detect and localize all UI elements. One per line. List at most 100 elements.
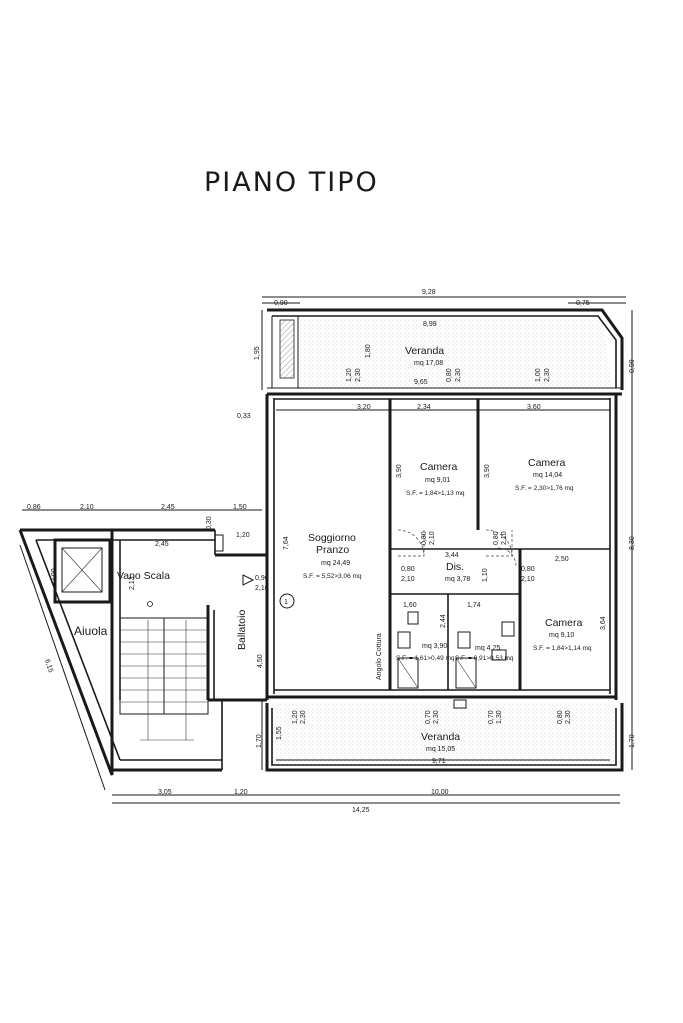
dim-h-230c: 2,30 [544, 368, 551, 382]
bagno2-area: mq 4,25 [475, 645, 500, 652]
dim-total-305: 3,05 [158, 789, 172, 796]
bagno2-sf: S.F. = 0,91>0,53 mq [455, 655, 514, 662]
dim-bot-230b: 2,30 [433, 710, 440, 724]
dim-d-210d: 2,10 [521, 576, 535, 583]
dim-d-080c: 0,80 [401, 566, 415, 573]
dim-d-250: 2,50 [555, 556, 569, 563]
aiuola-name: Aiuola [74, 624, 108, 638]
dim-w-234: 2,34 [417, 404, 431, 411]
vano-scala-name: Vano Scala [117, 570, 170, 582]
soggiorno-area: mq 24,49 [321, 560, 350, 567]
dimension-lines [19, 296, 633, 804]
dim-d-210c: 2,10 [401, 576, 415, 583]
veranda-top-area: mq 17,08 [414, 360, 443, 367]
veranda-bottom-name: Veranda [421, 731, 460, 743]
dim-h-764: 7,64 [283, 536, 290, 550]
dim-h-230a: 2,30 [355, 368, 362, 382]
dim-bot-155: 1,55 [276, 726, 283, 740]
dim-d-344: 3,44 [445, 552, 459, 559]
dim-h-230b: 2,30 [455, 368, 462, 382]
dim-right-830: 8,30 [629, 536, 636, 550]
dis-area: mq 3,78 [445, 576, 470, 583]
dim-l-450: 4,50 [257, 654, 264, 668]
veranda-top: Veranda mq 17,08 [267, 308, 624, 396]
veranda-bottom-area: mq 15,05 [426, 746, 455, 753]
dim-h-390a: 3,90 [396, 464, 403, 478]
dim-d-110: 1,10 [482, 568, 489, 582]
dim-bot-080: 0,80 [557, 710, 564, 724]
veranda-top-name: Veranda [405, 345, 444, 357]
dim-total-120: 1,20 [234, 789, 248, 796]
dim-d-080a: 0,80 [421, 531, 428, 545]
dim-bot-971: 9,71 [432, 758, 446, 765]
dim-veranda-depth: 1,95 [254, 346, 261, 360]
dim-l-033: 0,33 [237, 413, 251, 420]
stair-area [18, 528, 267, 776]
dim-bot-120: 1,20 [292, 710, 299, 724]
dim-h-390b: 3,90 [484, 464, 491, 478]
dim-bot-070b: 0,70 [488, 710, 495, 724]
dim-veranda-width: 8,99 [423, 321, 437, 328]
dim-b-174: 1,74 [467, 602, 481, 609]
dim-h-080a: 0,80 [446, 368, 453, 382]
dim-left-086: 0,86 [27, 504, 41, 511]
dis-name: Dis. [446, 561, 464, 573]
dim-d-210e: 2,10 [255, 585, 269, 592]
dim-h-180: 1,80 [365, 344, 372, 358]
dim-left-210: 2,10 [80, 504, 94, 511]
dim-w-320: 3,20 [357, 404, 371, 411]
dim-top-left: 0,90 [274, 300, 288, 307]
dim-h-100: 1,00 [535, 368, 542, 382]
dim-under-veranda: 9,65 [414, 379, 428, 386]
dim-d-090: 0,90 [255, 575, 269, 582]
soggiorno-sf: S.F. = 5,52>3,06 mq [303, 573, 362, 580]
dim-total-1000: 10,00 [431, 789, 449, 796]
dim-w-360: 3,60 [527, 404, 541, 411]
dim-stair-213: 2,13 [129, 576, 136, 590]
angolo-cottura-name: Angolo Cottura [376, 633, 383, 680]
marker-label: 1 [284, 599, 288, 606]
dim-stair-200: 2,00 [51, 568, 58, 582]
dim-d-080d: 0,80 [521, 566, 535, 573]
dim-bot-230c: 2,30 [565, 710, 572, 724]
dim-bot-230a: 2,30 [300, 710, 307, 724]
apartment-walls [265, 394, 618, 700]
pranzo-name: Pranzo [316, 544, 349, 556]
dim-b-244: 2,44 [440, 614, 447, 628]
dim-d-080b: 0,80 [493, 531, 500, 545]
dim-d-210a: 2,10 [429, 531, 436, 545]
bagno1-sf: S.F. = 1,61>0,49 mq [396, 655, 455, 662]
dim-aiuola-diag: 6,15 [43, 658, 54, 673]
bagno1-area: mq 3,90 [422, 643, 447, 650]
dim-left-150: 1,50 [233, 504, 247, 511]
soggiorno-name: Soggiorno [308, 532, 356, 544]
camera1-name: Camera [420, 461, 458, 473]
ballatoio-name: Ballatoio [236, 610, 248, 650]
dim-d-210b: 2,10 [501, 531, 508, 545]
dimension-texts: 9,28 0,90 0,75 8,99 1,95 0,99 9,65 3,20 … [27, 289, 636, 814]
dim-bot-170l: 1,70 [256, 734, 263, 748]
dim-bot-130: 1,30 [496, 710, 503, 724]
dim-overall-top: 9,28 [422, 289, 436, 296]
dim-h-120a: 1,20 [346, 368, 353, 382]
dim-bot-070a: 0,70 [425, 710, 432, 724]
camera2-sf: S.F. = 2,30>1,76 mq [515, 485, 574, 492]
camera2-area: mq 14,04 [533, 472, 562, 479]
dim-r-364: 3,64 [600, 616, 607, 630]
plan-title: PIANO TIPO [204, 167, 379, 198]
dim-stair-245: 2,45 [155, 541, 169, 548]
camera3-area: mq 9,10 [549, 632, 574, 639]
dim-top-right: 0,75 [576, 300, 590, 307]
dim-right-upper: 0,99 [629, 359, 636, 373]
bathroom-fixtures [397, 611, 515, 709]
camera2-name: Camera [528, 457, 566, 469]
camera3-sf: S.F. = 1,84>1,14 mq [533, 645, 592, 652]
dim-left-245: 2,45 [161, 504, 175, 511]
dim-v-030: 0,30 [206, 516, 213, 530]
camera1-area: mq 9,01 [425, 477, 450, 484]
dim-v-120: 1,20 [236, 532, 250, 539]
camera3-name: Camera [545, 617, 583, 629]
dim-b-160: 1,60 [403, 602, 417, 609]
camera1-sf: S.F. = 1,84>1,13 mq [406, 490, 465, 497]
